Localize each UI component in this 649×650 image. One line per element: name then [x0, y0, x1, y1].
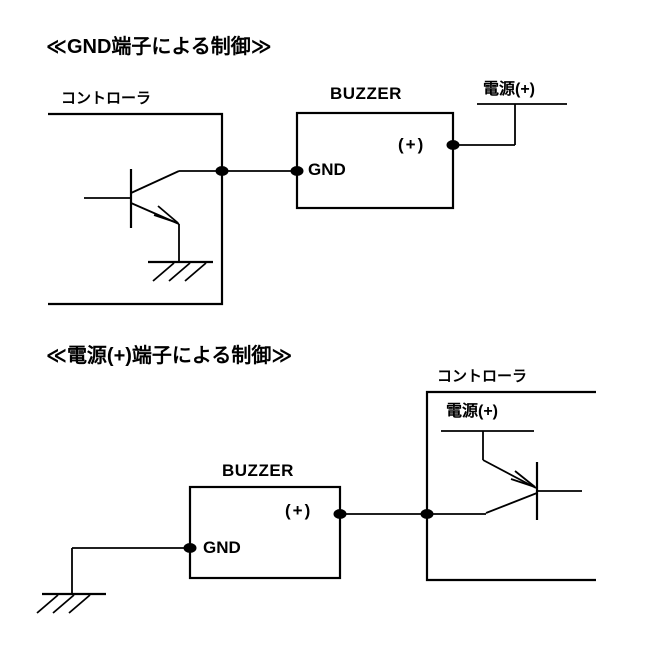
gnd-control-title: ≪GND端子による制御≫ [46, 36, 272, 58]
ground-hatch [68, 594, 91, 614]
transistor-emitter [482, 459, 537, 489]
transistor-collector [485, 492, 538, 514]
power-control-diagram [36, 390, 596, 614]
buzzer-gnd-terminal-label: GND [308, 160, 346, 179]
buzzer-plus-terminal-label: (+) [285, 501, 313, 520]
buzzer-plus-terminal-label: (+) [398, 135, 426, 154]
transistor-collector [130, 170, 180, 194]
ground-hatch [52, 594, 75, 614]
ground-hatch [184, 262, 207, 282]
power-control-title: ≪電源(+)端子による制御≫ [46, 345, 293, 367]
ground-hatch [36, 594, 59, 614]
ground-hatch [168, 262, 191, 282]
junction-dot [420, 509, 434, 519]
buzzer-plus-terminal-dot [446, 140, 460, 150]
controller-label: コントローラ [437, 368, 528, 385]
gnd-control-diagram [48, 103, 567, 306]
power-terminal-label: 電源(+) [483, 81, 536, 98]
emitter-arrow-barb [157, 205, 179, 224]
buzzer-label: BUZZER [330, 84, 402, 103]
controller-label: コントローラ [61, 90, 152, 107]
buzzer-label: BUZZER [222, 461, 294, 480]
emitter-arrow-barb [510, 478, 536, 488]
buzzer-gnd-terminal-dot [290, 166, 304, 176]
emitter-arrow-barb [514, 470, 536, 488]
buzzer-gnd-terminal-dot [183, 543, 197, 553]
controller-outline [48, 112, 224, 306]
buzzer-box [295, 111, 455, 210]
controller-outline [425, 390, 596, 582]
emitter-arrow-barb [153, 214, 179, 224]
buzzer-plus-terminal-dot [333, 509, 347, 519]
power-terminal-label: 電源(+) [446, 403, 499, 420]
junction-dot [215, 166, 229, 176]
buzzer-gnd-terminal-label: GND [203, 538, 241, 557]
ground-hatch [152, 262, 175, 282]
buzzer-box [188, 485, 342, 580]
